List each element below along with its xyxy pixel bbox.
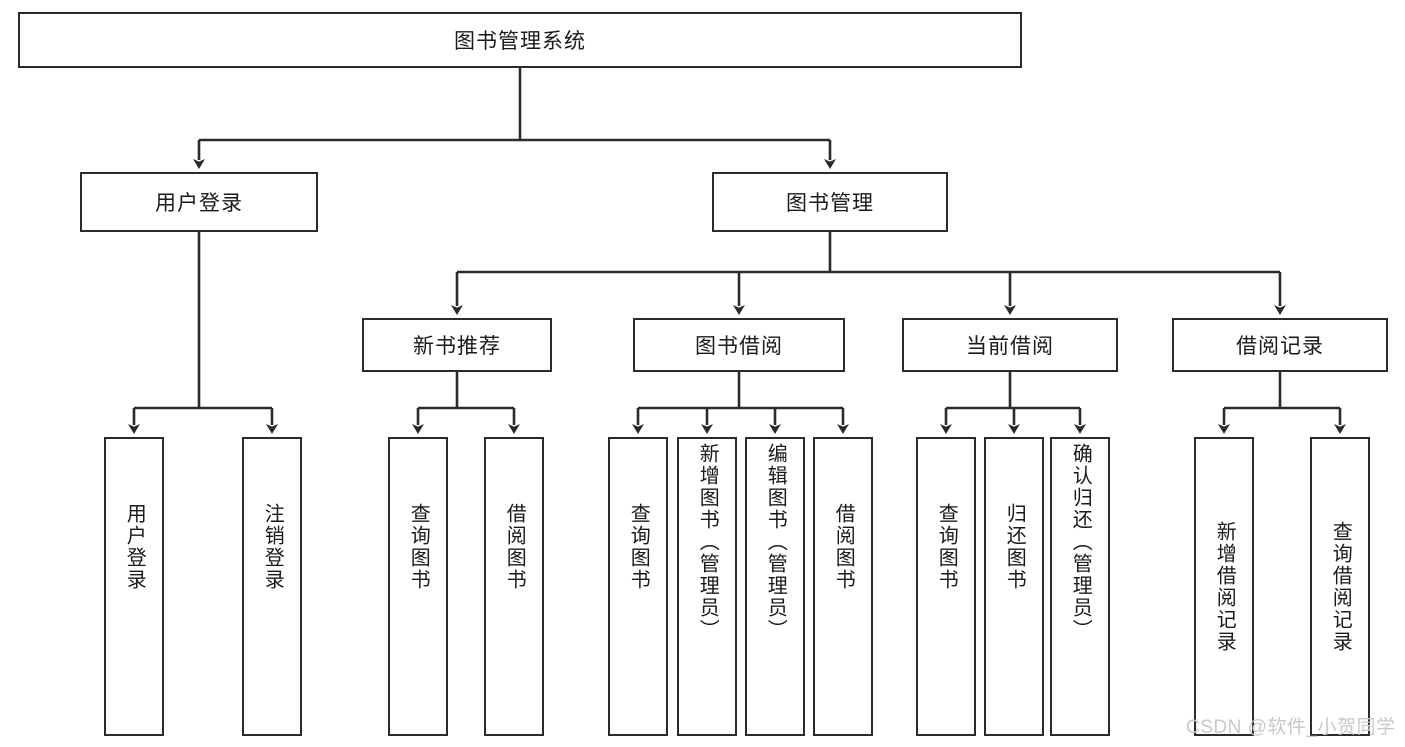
leaf-add-record-label: 新增借阅记录	[1213, 521, 1236, 653]
node-book-borrow[interactable]: 图书借阅	[633, 318, 845, 372]
leaf-edit-book[interactable]: 编辑图书（管理员）	[745, 437, 805, 736]
leaf-borrow-book-2-label: 借阅图书	[832, 503, 855, 591]
leaf-query-book-1-label: 查询图书	[407, 503, 430, 591]
node-new-book-rec-label: 新书推荐	[413, 335, 501, 358]
leaf-user-logout-label: 注销登录	[261, 503, 284, 591]
leaf-return-book-label: 归还图书	[1003, 503, 1026, 591]
node-book-borrow-label: 图书借阅	[695, 335, 783, 358]
leaf-confirm-return[interactable]: 确认归还（管理员）	[1050, 437, 1110, 736]
leaf-query-record[interactable]: 查询借阅记录	[1310, 437, 1370, 736]
leaf-query-record-label: 查询借阅记录	[1329, 521, 1352, 653]
leaf-add-book[interactable]: 新增图书（管理员）	[677, 437, 737, 736]
leaf-add-record[interactable]: 新增借阅记录	[1194, 437, 1254, 736]
node-borrow-record[interactable]: 借阅记录	[1172, 318, 1388, 372]
leaf-borrow-book-2[interactable]: 借阅图书	[813, 437, 873, 736]
leaf-query-book-1[interactable]: 查询图书	[388, 437, 448, 736]
node-user-login[interactable]: 用户登录	[80, 172, 318, 232]
leaf-user-login-label: 用户登录	[123, 503, 146, 591]
leaf-borrow-book-1-label: 借阅图书	[503, 503, 526, 591]
leaf-user-logout[interactable]: 注销登录	[242, 437, 302, 736]
node-current-borrow[interactable]: 当前借阅	[902, 318, 1118, 372]
node-book-manage[interactable]: 图书管理	[712, 172, 948, 232]
leaf-query-book-2-label: 查询图书	[627, 503, 650, 591]
csdn-watermark: CSDN @软件_小贺同学	[1186, 717, 1396, 738]
node-book-manage-label: 图书管理	[786, 192, 874, 215]
leaf-return-book[interactable]: 归还图书	[984, 437, 1044, 736]
leaf-confirm-return-label: 确认归还（管理员）	[1069, 443, 1092, 641]
leaf-query-book-3[interactable]: 查询图书	[916, 437, 976, 736]
leaf-borrow-book-1[interactable]: 借阅图书	[484, 437, 544, 736]
node-current-borrow-label: 当前借阅	[966, 335, 1054, 358]
leaf-add-book-label: 新增图书（管理员）	[696, 443, 719, 641]
node-new-book-rec[interactable]: 新书推荐	[362, 318, 552, 372]
leaf-edit-book-label: 编辑图书（管理员）	[764, 443, 787, 641]
node-root[interactable]: 图书管理系统	[18, 12, 1022, 68]
node-root-label: 图书管理系统	[454, 30, 586, 53]
node-user-login-label: 用户登录	[155, 192, 243, 215]
node-borrow-record-label: 借阅记录	[1236, 335, 1324, 358]
leaf-query-book-2[interactable]: 查询图书	[608, 437, 668, 736]
leaf-user-login[interactable]: 用户登录	[104, 437, 164, 736]
leaf-query-book-3-label: 查询图书	[935, 503, 958, 591]
